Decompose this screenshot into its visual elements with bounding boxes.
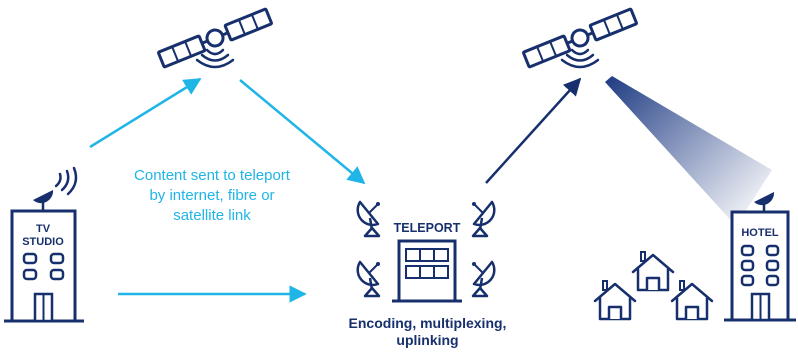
tv-studio-building: TV STUDIO [4,166,84,323]
encoding-caption-line2: uplinking [396,332,459,348]
uplink-arrow-teleport [485,77,582,184]
tv-studio-label-line2: STUDIO [22,236,64,248]
content-caption: Content sent to teleport by internet, fi… [92,166,332,226]
content-caption-line2: by internet, fibre or [149,187,275,204]
satellite-dish-icon [754,192,775,212]
tv-studio-label-line1: TV [36,223,51,235]
satellite-dish-icon [470,260,496,298]
downlink-arrow-teleport [239,79,366,185]
house-icon [670,279,714,321]
satellite-dish-icon [356,200,382,238]
satellite-dish-icon [470,200,496,238]
broadcast-beam [605,76,772,226]
uplink-arrow-studio [89,77,202,149]
teleport-facility: TELEPORT [356,200,496,303]
content-caption-line1: Content sent to teleport [134,167,290,184]
house-icon [631,250,675,292]
encoding-caption: Encoding, multiplexing, uplinking [300,315,555,349]
encoding-caption-line1: Encoding, multiplexing, [348,315,507,331]
signal-wave-icon [54,166,78,196]
teleport-label: TELEPORT [394,221,461,235]
satellite-dish-icon [356,260,382,298]
satellite-icon [156,7,274,69]
hotel-building: HOTEL [724,192,796,322]
house-icon [593,279,637,321]
satellite-icon [521,7,639,69]
satellite-dish-icon [33,190,54,211]
hotel-label: HOTEL [741,227,779,239]
content-caption-line3: satellite link [173,207,251,224]
